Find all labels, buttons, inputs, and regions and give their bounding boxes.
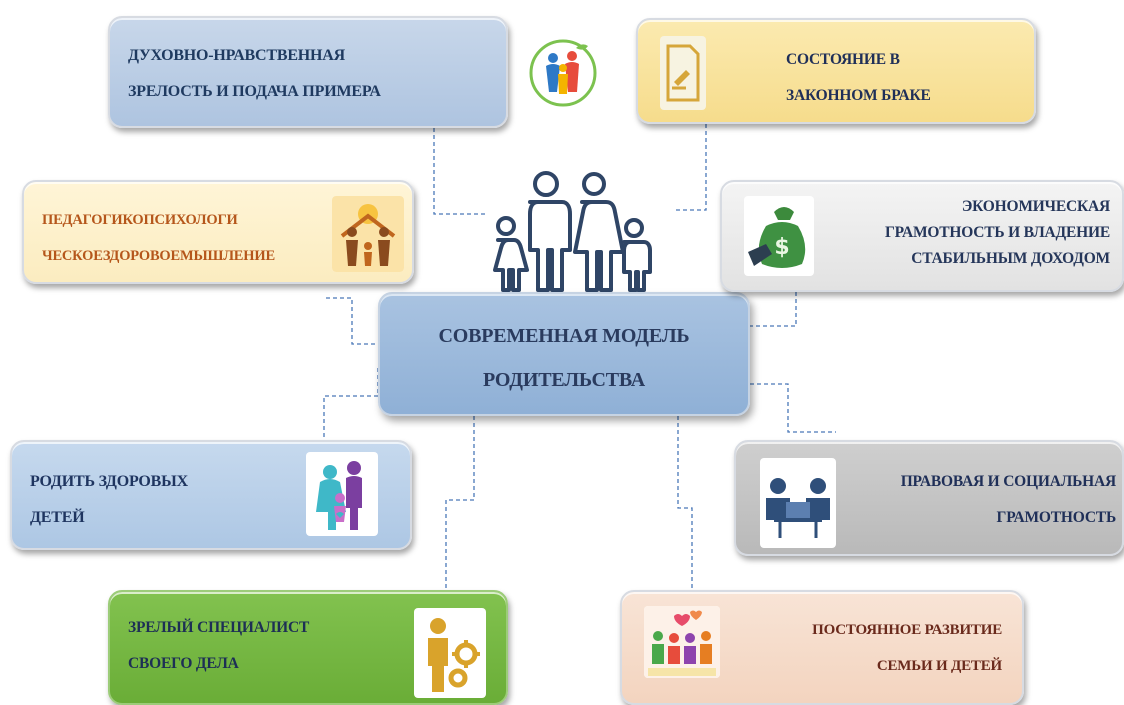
- card-label: ПРАВОВАЯ И СОЦИАЛЬНАЯ ГРАМОТНОСТЬ: [901, 464, 1116, 536]
- card-label-line: СЕМЬИ И ДЕТЕЙ: [876, 658, 1002, 674]
- connector-economic: [750, 292, 797, 327]
- connector-legal: [750, 383, 836, 433]
- card-label-line: ПЕДАГОГИКОПСИХОЛОГИ: [42, 212, 238, 228]
- card-label: ПЕДАГОГИКОПСИХОЛОГИ ЧЕСКОЕЗДОРОВОЕМЫШЛЕН…: [42, 202, 275, 274]
- card-label-line: ДУХОВНО-НРАВСТВЕННАЯ: [128, 47, 345, 64]
- card-label-line: ГРАМОТНОСТЬ: [996, 509, 1117, 526]
- card-label: ДУХОВНО-НРАВСТВЕННАЯ ЗРЕЛОСТЬ И ПОДАЧА П…: [128, 38, 381, 110]
- family-outline-icon: [493, 171, 652, 292]
- card-label-line: ЗРЕЛОСТЬ И ПОДАЧА ПРИМЕРА: [128, 83, 381, 100]
- card-label-line: ПРАВОВАЯ И СОЦИАЛЬНАЯ: [900, 473, 1116, 490]
- card-label-line: СТАБИЛЬНЫМ ДОХОДОМ: [911, 250, 1110, 267]
- card-pedagogic-psychology: ПЕДАГОГИКОПСИХОЛОГИ ЧЕСКОЕЗДОРОВОЕМЫШЛЕН…: [22, 180, 414, 284]
- central-title-line2: РОДИТЕЛЬСТВА: [483, 369, 645, 391]
- money-bag-icon: $: [744, 196, 814, 276]
- card-label: ЭКОНОМИЧЕСКАЯ ГРАМОТНОСТЬ И ВЛАДЕНИЕ СТА…: [885, 194, 1110, 272]
- connector-healthy: [323, 368, 379, 440]
- connector-development: [677, 416, 693, 590]
- card-label-line: ЗРЕЛЫЙ СПЕЦИАЛИСТ: [128, 619, 310, 636]
- family-home-icon: [332, 196, 404, 272]
- connector-pedagogic: [326, 297, 378, 345]
- legal-document-icon: [660, 36, 706, 110]
- central-concept-card: СОВРЕМЕННАЯ МОДЕЛЬ РОДИТЕЛЬСТВА: [378, 292, 750, 416]
- meeting-icon: [760, 458, 836, 548]
- connector-marriage: [676, 124, 707, 211]
- card-label-line: ДЕТЕЙ: [30, 509, 85, 526]
- connector-spiritual: [433, 128, 488, 215]
- card-label: ПОСТОЯННОЕ РАЗВИТИЕ СЕМЬИ И ДЕТЕЙ: [812, 612, 1002, 684]
- card-label-line: ГРАМОТНОСТЬ И ВЛАДЕНИЕ: [885, 224, 1110, 241]
- card-label-line: СОСТОЯНИЕ В: [786, 51, 900, 68]
- card-mature-specialist: ЗРЕЛЫЙ СПЕЦИАЛИСТ СВОЕГО ДЕЛА: [108, 590, 508, 705]
- card-label: СОСТОЯНИЕ В ЗАКОННОМ БРАКЕ: [786, 42, 931, 114]
- card-spiritual-maturity: ДУХОВНО-НРАВСТВЕННАЯ ЗРЕЛОСТЬ И ПОДАЧА П…: [108, 16, 597, 128]
- connector-specialist: [445, 416, 475, 590]
- card-economic-literacy: $ ЭКОНОМИЧЕСКАЯ ГРАМОТНОСТЬ И ВЛАДЕНИЕ С…: [720, 180, 1124, 292]
- svg-text:$: $: [774, 235, 789, 260]
- card-legal-social-literacy: ПРАВОВАЯ И СОЦИАЛЬНАЯ ГРАМОТНОСТЬ: [734, 440, 1124, 556]
- family-hearts-icon: [644, 606, 720, 678]
- card-healthy-children: РОДИТЬ ЗДОРОВЫХ ДЕТЕЙ: [10, 440, 412, 550]
- card-label-line: ЧЕСКОЕЗДОРОВОЕМЫШЛЕНИЕ: [42, 248, 275, 264]
- card-label: РОДИТЬ ЗДОРОВЫХ ДЕТЕЙ: [30, 464, 188, 536]
- central-concept-title: СОВРЕМЕННАЯ МОДЕЛЬ РОДИТЕЛЬСТВА: [380, 314, 748, 402]
- card-label-line: СВОЕГО ДЕЛА: [128, 655, 239, 672]
- people-circle-icon: [528, 38, 598, 108]
- parents-child-icon: [306, 452, 378, 536]
- card-label-line: РОДИТЬ ЗДОРОВЫХ: [30, 473, 189, 490]
- card-label-line: ПОСТОЯННОЕ РАЗВИТИЕ: [812, 622, 1002, 638]
- gear-worker-icon: [414, 608, 486, 698]
- central-title-line1: СОВРЕМЕННАЯ МОДЕЛЬ: [438, 325, 690, 347]
- card-family-development: ПОСТОЯННОЕ РАЗВИТИЕ СЕМЬИ И ДЕТЕЙ: [620, 590, 1024, 705]
- card-label-line: ЭКОНОМИЧЕСКАЯ: [961, 198, 1110, 215]
- card-label-line: ЗАКОННОМ БРАКЕ: [786, 87, 931, 104]
- card-legal-marriage: СОСТОЯНИЕ В ЗАКОННОМ БРАКЕ: [636, 18, 1036, 124]
- card-label: ЗРЕЛЫЙ СПЕЦИАЛИСТ СВОЕГО ДЕЛА: [128, 610, 309, 682]
